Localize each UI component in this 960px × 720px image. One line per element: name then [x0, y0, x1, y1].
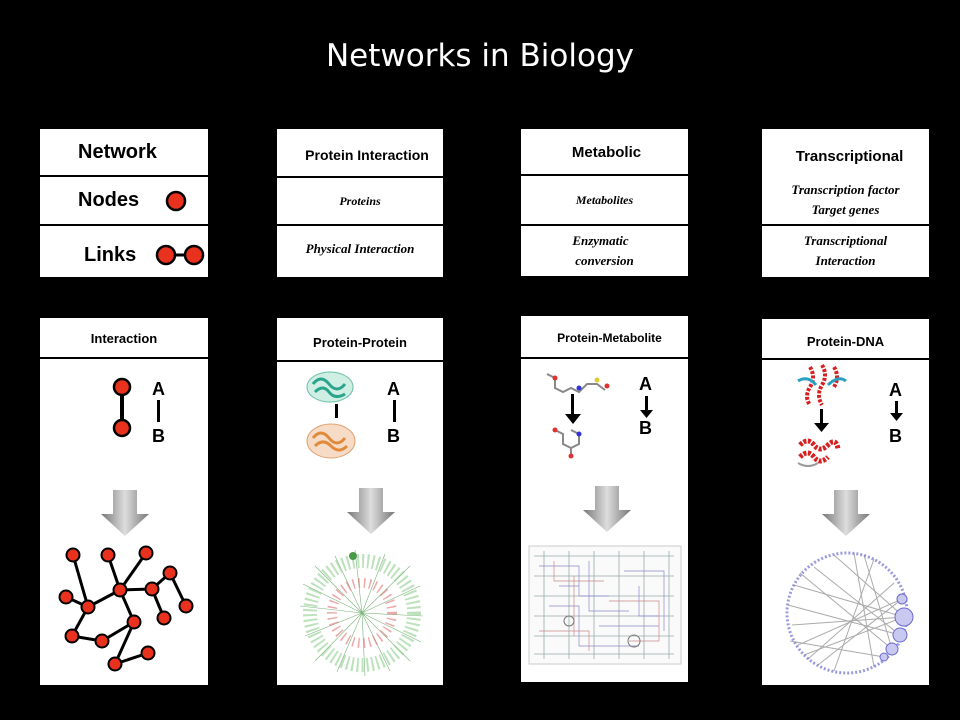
arrowhead-icon — [890, 413, 903, 421]
metabolite-structure-icon — [546, 373, 610, 394]
interaction-panel: Interaction A B — [40, 318, 208, 685]
node-a-label: A — [152, 379, 165, 399]
node-a-label: A — [387, 379, 400, 399]
dna-arrow-line — [820, 409, 823, 425]
protein-dna-panel: Protein-DNA A B — [762, 319, 929, 685]
transcription-factor-line: Transcription factor — [791, 182, 900, 197]
transcriptional-header: Transcriptional — [795, 147, 904, 165]
dna-protein-structure-icon — [797, 438, 841, 467]
legend-separator — [40, 175, 208, 177]
down-arrow-icon — [101, 490, 149, 536]
box-separator — [762, 174, 929, 176]
legend-separator — [40, 224, 208, 226]
legend-network-label: Network — [78, 140, 157, 163]
panel-separator — [762, 358, 929, 360]
protein-protein-title: Protein-Protein — [313, 334, 407, 350]
proteins-label: Proteins — [339, 194, 381, 208]
metabolite-structure-icon — [552, 427, 582, 459]
box-separator — [521, 224, 688, 226]
transcriptional-box: Transcriptional Transcription factor Tar… — [762, 129, 929, 277]
box-separator — [521, 174, 688, 176]
metabolites-label: Metabolites — [575, 193, 634, 207]
link-icon — [155, 244, 205, 266]
circular-transcriptional-network — [785, 551, 914, 675]
metabolic-box: Metabolic Metabolites Enzymatic conversi… — [521, 129, 688, 276]
protein-metabolite-panel: Protein-Metabolite A B — [521, 316, 688, 682]
down-arrow-icon — [583, 486, 631, 532]
metabolic-map — [528, 545, 682, 665]
panel-separator — [277, 360, 443, 362]
ab-line — [895, 401, 898, 415]
protein-interaction-box: Protein Interaction Proteins Physical In… — [277, 129, 443, 277]
interaction-line: Interaction — [815, 253, 876, 268]
down-arrow-icon — [822, 490, 870, 536]
conversion-line: conversion — [575, 253, 634, 268]
interaction-panel-title: Interaction — [90, 330, 158, 346]
legend-links-label: Links — [84, 243, 137, 266]
panel-separator — [521, 357, 688, 359]
protein-protein-panel: Protein-Protein A B — [277, 318, 443, 685]
arrowhead-icon — [640, 410, 653, 418]
box-separator — [277, 224, 443, 226]
down-arrow-icon — [347, 488, 395, 534]
node-a-label: A — [889, 380, 902, 400]
page-title: Networks in Biology — [325, 38, 634, 74]
ab-line — [157, 400, 160, 422]
transcriptional-line: Transcriptional — [803, 233, 888, 248]
box-separator — [277, 176, 443, 178]
panel-separator — [40, 357, 208, 359]
enzymatic-line: Enzymatic — [572, 233, 629, 248]
node-b-label: B — [889, 426, 902, 446]
transcription-factor-label: Transcription factor Target genes — [762, 175, 929, 225]
arrowhead-icon — [565, 414, 581, 424]
node-b-label: B — [152, 426, 165, 446]
protein-protein-network — [299, 549, 424, 677]
node-a-label: A — [639, 374, 652, 394]
protein-structure-icon — [306, 423, 356, 459]
metabolite-arrow-line — [571, 394, 574, 416]
metabolic-header: Metabolic — [571, 143, 642, 161]
protein-dna-title: Protein-DNA — [806, 333, 885, 349]
box-separator — [762, 224, 929, 226]
protein-interaction-header: Protein Interaction — [305, 147, 429, 163]
node-icon — [165, 190, 187, 212]
dna-protein-structure-icon — [797, 363, 847, 407]
legend-box: Network Nodes Links — [40, 129, 208, 277]
protein-structure-icon — [306, 371, 354, 403]
arrowhead-icon — [814, 423, 829, 432]
node-b-label: B — [639, 418, 652, 438]
target-genes-line: Target genes — [811, 202, 880, 217]
protein-metabolite-title: Protein-Metabolite — [557, 331, 662, 345]
enzymatic-conversion-label: Enzymatic conversion — [521, 226, 688, 276]
node-b-label: B — [387, 426, 400, 446]
ab-line — [393, 400, 396, 422]
ab-link-diagram — [112, 377, 132, 438]
transcriptional-interaction-label: Transcriptional Interaction — [762, 226, 929, 276]
ab-line — [645, 396, 648, 412]
pp-link-line — [335, 404, 338, 418]
network-graph — [58, 545, 194, 672]
legend-nodes-label: Nodes — [78, 188, 140, 211]
physical-interaction-label: Physical Interaction — [305, 241, 415, 256]
